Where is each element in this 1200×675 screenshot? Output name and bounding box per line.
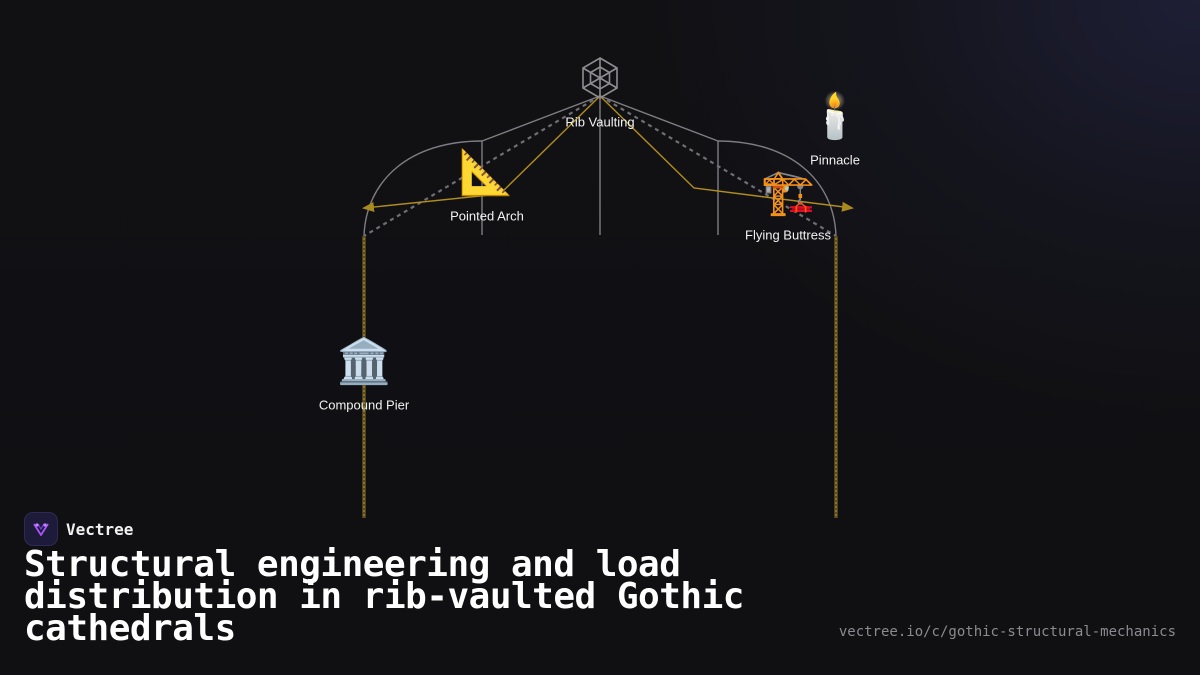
node-label-compound-pier: Compound Pier <box>318 397 410 413</box>
page-url[interactable]: vectree.io/c/gothic-structural-mechanics <box>838 624 1176 640</box>
vectree-logo-icon <box>24 512 58 546</box>
classical-building-icon: 🏛️ <box>336 337 392 386</box>
brand-name: Vectree <box>66 519 134 539</box>
left-diagonal-rib <box>363 95 601 237</box>
right-thrust-line <box>599 95 854 212</box>
left-arch-curve <box>363 140 483 237</box>
node-label-flying-buttress: Flying Buttress <box>745 227 831 243</box>
brand: Vectree <box>24 512 133 546</box>
left-thrust-line <box>362 95 601 212</box>
pier-columns <box>362 236 838 518</box>
diagonal-ribs <box>363 95 837 237</box>
page-title: Structural engineering and load distribu… <box>24 544 744 649</box>
load-paths <box>362 95 854 212</box>
spiderweb-icon <box>582 57 618 99</box>
right-diagonal-rib <box>599 95 837 237</box>
left-rib-line <box>481 95 601 142</box>
right-arch-curve <box>717 140 837 237</box>
right-rib-line <box>599 95 719 142</box>
crane-icon: 🏗️ <box>760 168 816 217</box>
vault-outline <box>363 95 837 237</box>
node-label-pointed-arch: Pointed Arch <box>450 208 524 224</box>
node-label-pinnacle: Pinnacle <box>810 152 860 168</box>
triangular-ruler-icon: 📐 <box>458 148 514 197</box>
candle-icon: 🕯️ <box>807 92 863 141</box>
node-label-rib-vaulting: Rib Vaulting <box>565 114 635 130</box>
